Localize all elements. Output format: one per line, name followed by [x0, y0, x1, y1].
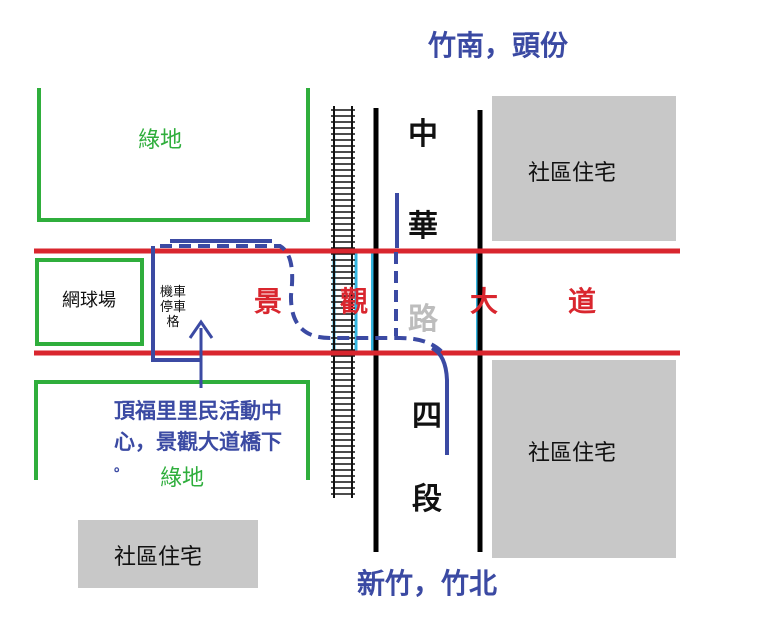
residential-block-se [492, 360, 676, 558]
zhonghua-road-char-1: 中 [408, 117, 438, 152]
green-area-bottom-label: 綠地 [160, 466, 205, 491]
activity-center-note: 頂福里里民活動中 心，景觀大道橋下 。 [114, 396, 282, 476]
note-line-1: 頂福里里民活動中 [114, 399, 282, 423]
green-area-top-outline [37, 88, 310, 222]
tennis-court-label: 網球場 [62, 290, 116, 311]
note-line-2: 心，景觀大道橋下 [114, 430, 282, 454]
dashed-route [151, 244, 444, 354]
residential-sw-label: 社區住宅 [114, 545, 203, 570]
parking-label-line-1: 機車 [159, 285, 186, 300]
residential-se-label: 社區住宅 [528, 441, 617, 466]
jingguan-road-char-3: 大 [470, 285, 499, 318]
parking-label-line-3: 格 [166, 315, 180, 330]
pointer-arrow-head [188, 319, 214, 339]
parking-area-left-edge [151, 250, 200, 362]
green-area-bottom-outline [34, 380, 310, 480]
note-line-3: 。 [114, 459, 128, 475]
parking-label-line-2: 停車 [159, 300, 186, 315]
motorcycle-parking-label: 機車 停車 格 [155, 285, 191, 330]
jingguan-road-char-4: 道 [568, 285, 597, 318]
residential-block-sw [78, 520, 258, 588]
direction-south-label: 新竹，竹北 [357, 567, 498, 600]
zhonghua-road-char-5: 段 [412, 482, 442, 517]
railway [331, 106, 355, 498]
zhonghua-road-char-2: 華 [408, 209, 438, 244]
jingguan-road-char-1: 景 [254, 285, 283, 318]
direction-north-label: 竹南，頭份 [428, 29, 569, 62]
jingguan-road-char-2: 觀 [340, 285, 369, 318]
tennis-court-outline [35, 258, 144, 346]
green-area-top-label: 綠地 [138, 128, 183, 153]
zhonghua-road-char-4: 四 [412, 399, 442, 434]
route-line-south [430, 346, 449, 455]
residential-ne-label: 社區住宅 [528, 161, 617, 186]
residential-block-ne [492, 96, 676, 241]
zhonghua-road-char-3: 路 [408, 302, 438, 337]
